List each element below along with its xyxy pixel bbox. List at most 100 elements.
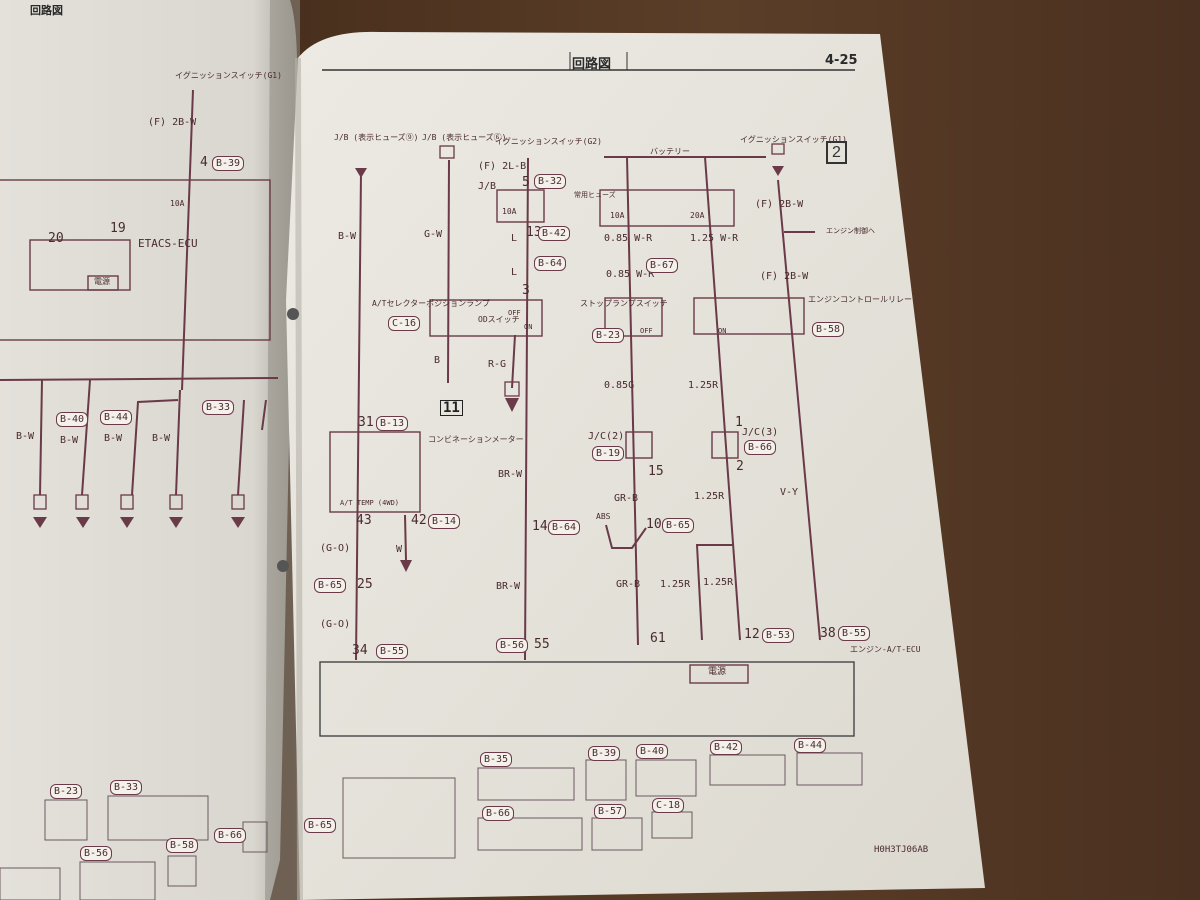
wire-085g: 0.85G: [604, 380, 635, 391]
conn-b23: B-23: [592, 328, 625, 343]
label-etacs-ecu: ETACS-ECU: [138, 237, 198, 250]
wire-rg: R-G: [488, 359, 507, 370]
wire-go-1: (G-O): [320, 543, 351, 554]
pin-61: 61: [650, 631, 666, 646]
conn-b39: B-39: [212, 156, 245, 171]
pin-31: 31: [358, 415, 374, 430]
conn-b64-2: B-64: [548, 520, 581, 535]
wire-bw-l2: B-W: [60, 435, 79, 446]
conn-b56-grid: B-56: [80, 846, 113, 861]
conn-b53: B-53: [762, 628, 795, 643]
label-jc3: J/C(3): [742, 427, 779, 438]
label-power-ecu: 電源: [708, 667, 727, 677]
pin-15: 15: [648, 464, 664, 479]
label-jb-fuse9: J/B (表示ヒューズ⑨): [334, 133, 419, 142]
conn-b42: B-42: [538, 226, 571, 241]
conn-b65-2: B-65: [314, 578, 347, 593]
wire-bw-l1: B-W: [16, 431, 35, 442]
pin-10: 10: [646, 517, 662, 532]
conn-b65-1: B-65: [662, 518, 695, 533]
wire-125wr: 1.25 W-R: [690, 233, 739, 244]
label-od-switch: ODスイッチ: [478, 315, 520, 324]
pin-12: 12: [744, 627, 760, 642]
wire-vy: V-Y: [780, 487, 799, 498]
wire-l1: L: [511, 233, 518, 244]
label-ign-g1: イグニッションスイッチ(G1): [740, 135, 847, 144]
conn-b66: B-66: [744, 440, 777, 455]
wire-grb-2: GR-B: [616, 579, 641, 590]
chapter-title: 回路図: [572, 57, 612, 72]
pin-38: 38: [820, 626, 836, 641]
conn-b64-1: B-64: [534, 256, 567, 271]
wire-b: B: [434, 355, 441, 366]
figure-code: H0H3TJ06AB: [874, 845, 929, 855]
conn-b56: B-56: [496, 638, 529, 653]
wire-f2bw-2: (F) 2B-W: [760, 271, 809, 282]
label-engine-at-ecu: エンジン-A/T-ECU: [850, 645, 921, 654]
wire-f2bw-1: (F) 2B-W: [755, 199, 804, 210]
page-number: 4-25: [825, 53, 858, 68]
label-engine-relay: エンジンコントロールリレー: [808, 295, 912, 304]
pin-43: 43: [356, 513, 372, 528]
label-at-selector: A/Tセレクターポジションランプ: [372, 299, 490, 308]
wire-brw-2: BR-W: [496, 581, 521, 592]
fuse-10a-left: 10A: [170, 199, 185, 208]
wire-125r-3: 1.25R: [660, 579, 691, 590]
conn-b66-grid: B-66: [482, 806, 515, 821]
conn-b39-grid: B-39: [588, 746, 621, 761]
conn-b40-left: B-40: [56, 412, 89, 427]
conn-b23-grid: B-23: [50, 784, 83, 799]
conn-b44-grid: B-44: [794, 738, 827, 753]
wire-bw-main: B-W: [338, 231, 357, 242]
conn-b44-left: B-44: [100, 410, 133, 425]
pin-1: 1: [735, 415, 743, 430]
conn-b35-grid: B-35: [480, 752, 513, 767]
wire-085wr-1: 0.85 W-R: [604, 233, 653, 244]
conn-b55-1: B-55: [376, 644, 409, 659]
label-jb-fuse: 常用ヒューズ: [574, 191, 616, 199]
label-power-etacs: 電源: [94, 277, 110, 286]
label-abs: ABS: [596, 512, 611, 521]
label-stop-lamp: ストップランプスイッチ: [580, 299, 668, 308]
wire-brw-1: BR-W: [498, 469, 523, 480]
diagram-number: 2: [826, 141, 847, 165]
label-stop-off: OFF: [640, 327, 653, 335]
conn-b33-left: B-33: [202, 400, 235, 415]
fuse-20a-bat: 20A: [690, 211, 705, 220]
connector-grids: [0, 752, 863, 900]
conn-b13: B-13: [376, 416, 409, 431]
conn-c16: C-16: [388, 316, 421, 331]
fuse-10a-jb: 10A: [502, 207, 517, 216]
wire-bw-l4: B-W: [152, 433, 171, 444]
pin-20: 20: [48, 231, 64, 246]
label-at-temp: A/T TEMP (4WD): [340, 499, 400, 507]
conn-b33-grid: B-33: [110, 780, 143, 795]
ground-ref-11: 11: [440, 400, 463, 416]
wire-125r-1: 1.25R: [688, 380, 719, 391]
conn-b40-grid: B-40: [636, 744, 669, 759]
pin-42: 42: [411, 513, 427, 528]
conn-b67: B-67: [646, 258, 679, 273]
conn-c18-grid: C-18: [652, 798, 685, 813]
conn-b66-grid-left: B-66: [214, 828, 247, 843]
fuse-10a-bat: 10A: [610, 211, 625, 220]
conn-b14: B-14: [428, 514, 461, 529]
label-jc2: J/C(2): [588, 431, 625, 442]
right-page: [286, 31, 985, 900]
conn-b58-grid: B-58: [166, 838, 199, 853]
pin-14: 14: [532, 519, 548, 534]
label-engine-note: エンジン制御へ: [826, 227, 875, 235]
wire-grb-1: GR-B: [614, 493, 639, 504]
conn-b58: B-58: [812, 322, 845, 337]
wire-bw-l3: B-W: [104, 433, 123, 444]
pin-34: 34: [352, 643, 368, 658]
wire-gw: G-W: [424, 229, 443, 240]
conn-b57-grid: B-57: [594, 804, 627, 819]
label-jb-fuse6: J/B (表示ヒューズ⑥): [422, 133, 507, 142]
pin-13: 13: [526, 225, 542, 240]
pin-5: 5: [522, 175, 530, 190]
conn-b65-grid: B-65: [304, 818, 337, 833]
wire-f2lb: (F) 2L-B: [478, 161, 527, 172]
conn-b55-2: B-55: [838, 626, 871, 641]
conn-b42-grid: B-42: [710, 740, 743, 755]
